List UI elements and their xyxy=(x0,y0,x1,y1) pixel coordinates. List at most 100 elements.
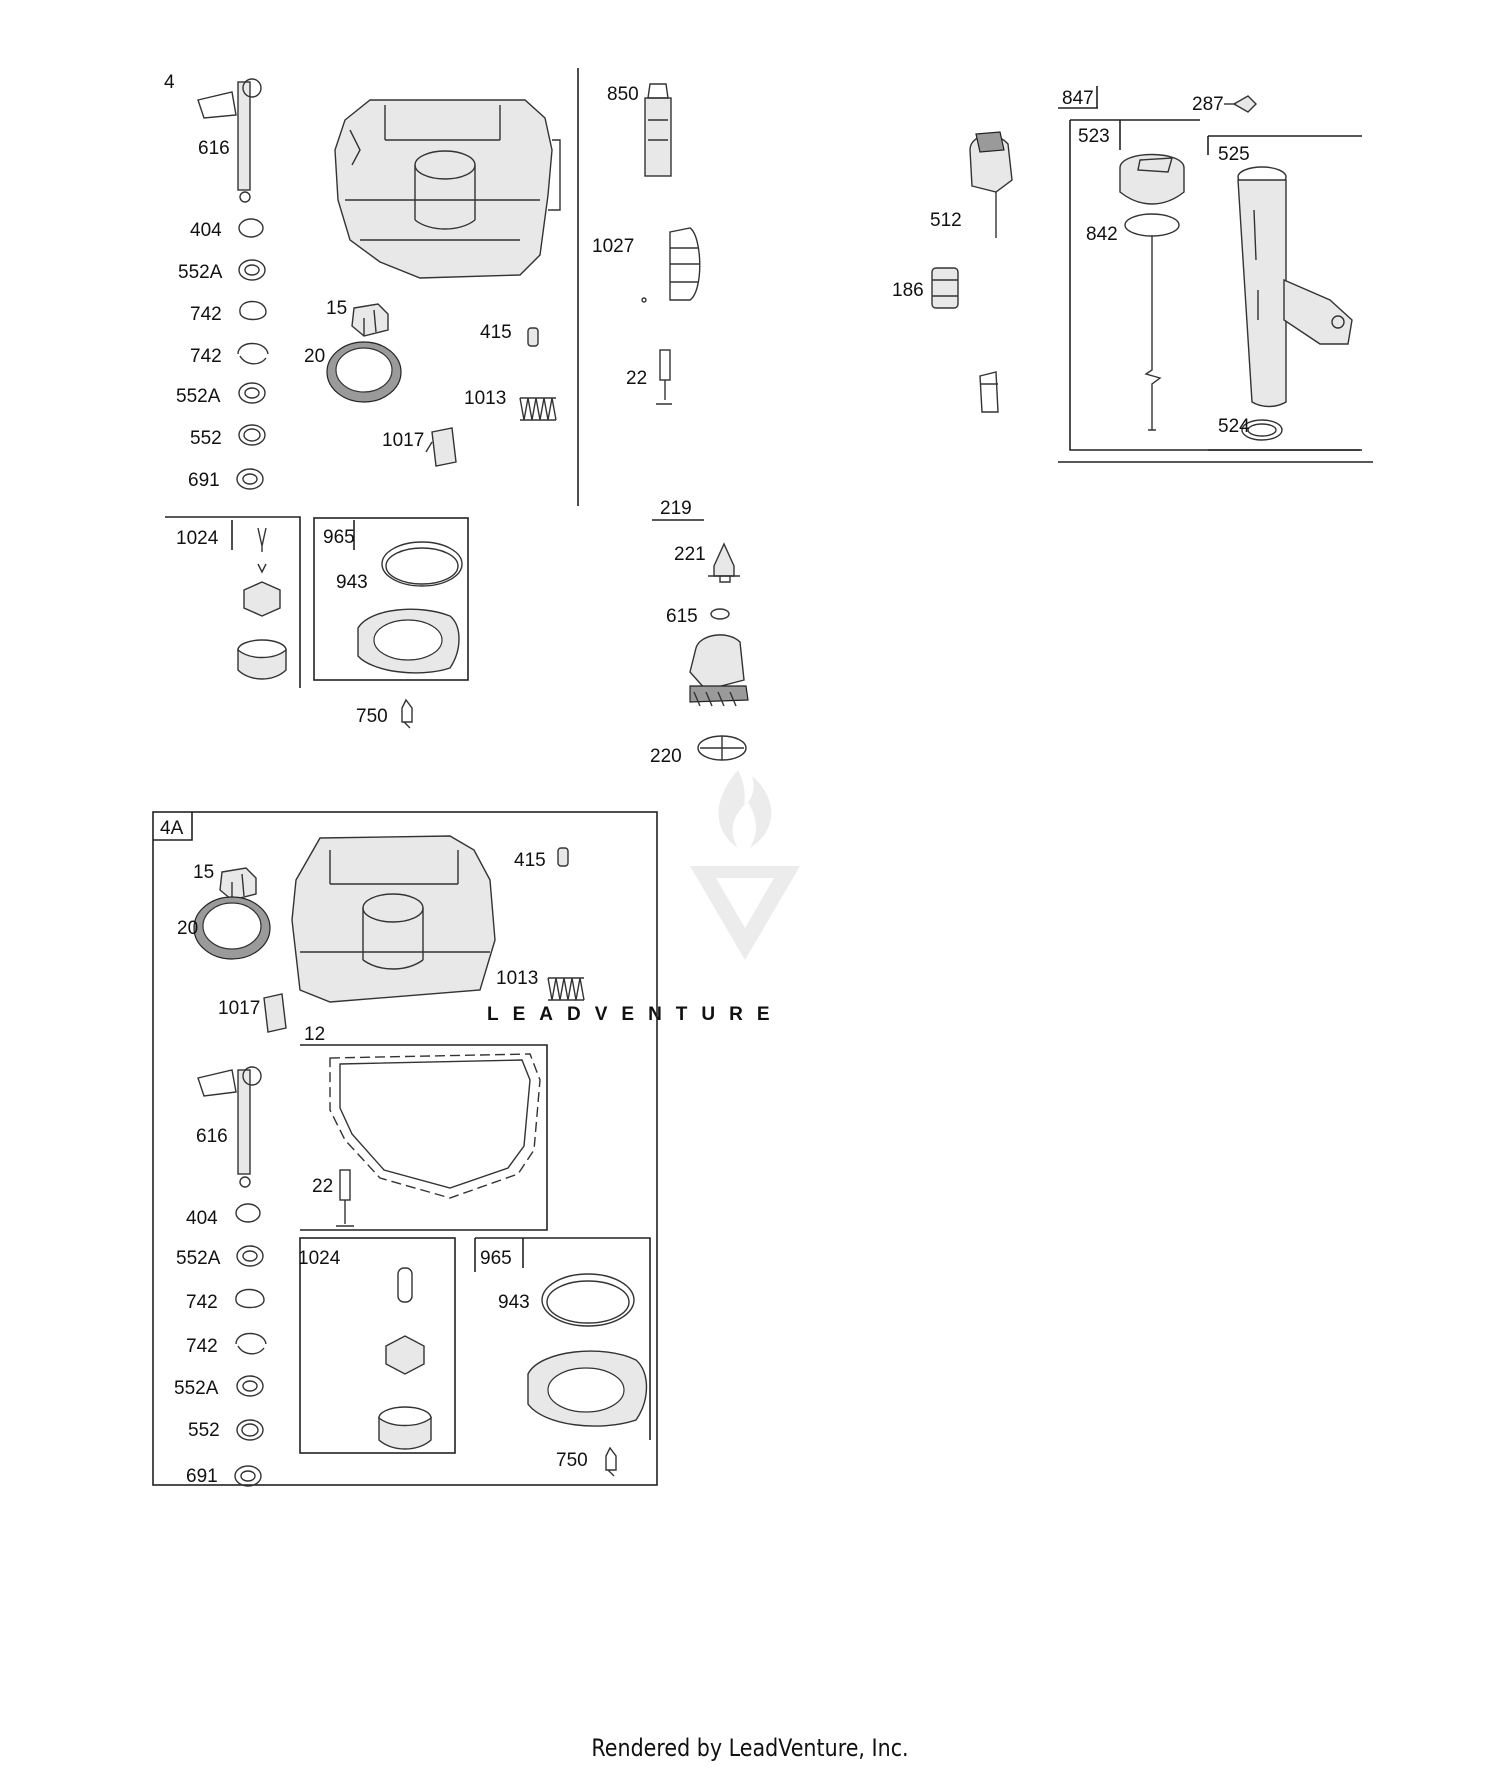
label-15: 15 xyxy=(193,862,214,883)
label-616: 616 xyxy=(198,138,230,159)
label-943: 943 xyxy=(498,1292,530,1313)
label-404: 404 xyxy=(190,220,222,241)
part-524 xyxy=(1241,419,1283,441)
label-1017: 1017 xyxy=(218,998,260,1019)
part-20-b xyxy=(193,896,271,960)
label-512: 512 xyxy=(930,210,962,231)
part-415-b xyxy=(557,847,569,867)
label-20: 20 xyxy=(177,918,198,939)
part-750-a xyxy=(401,698,413,729)
part-1024-a xyxy=(237,527,287,680)
part-22-b xyxy=(336,1169,354,1227)
part-1027 xyxy=(641,227,701,303)
label-1013: 1013 xyxy=(496,968,538,989)
watermark-logo xyxy=(690,770,800,960)
label-1024: 1024 xyxy=(176,528,219,549)
label-552: 552 xyxy=(190,428,222,449)
label-525: 525 xyxy=(1218,144,1250,165)
label-22: 22 xyxy=(312,1176,333,1197)
part-616-a xyxy=(197,78,262,203)
part-1013-b xyxy=(547,977,585,1001)
label-552: 552 xyxy=(188,1420,220,1441)
label-742: 742 xyxy=(186,1336,218,1357)
part-1017-b xyxy=(263,993,287,1033)
part-220 xyxy=(697,735,747,761)
label-552A: 552A xyxy=(176,1248,221,1269)
label-691: 691 xyxy=(188,470,220,491)
part-1017-a xyxy=(425,427,457,467)
label-4A: 4A xyxy=(160,818,184,839)
label-742: 742 xyxy=(190,346,222,367)
part-404-a xyxy=(238,218,264,238)
part-552A-b xyxy=(238,382,266,404)
part-525-tube xyxy=(1237,166,1353,408)
label-750: 750 xyxy=(356,706,388,727)
label-523: 523 xyxy=(1078,126,1110,147)
label-219: 219 xyxy=(660,498,692,519)
part-1024-b xyxy=(378,1267,432,1450)
part-4-sump-housing xyxy=(334,99,561,279)
label-22: 22 xyxy=(626,368,647,389)
label-404: 404 xyxy=(186,1208,218,1229)
part-15-b xyxy=(219,867,257,901)
part-750-b xyxy=(605,1446,617,1477)
part-616-b xyxy=(197,1066,262,1188)
label-4: 4 xyxy=(164,72,175,93)
part-labels: 4 616 404 552A 742 742 552A 552 691 15 2… xyxy=(160,72,1250,1487)
label-20: 20 xyxy=(304,346,325,367)
part-415-a xyxy=(527,327,539,347)
part-842 xyxy=(1124,213,1180,237)
label-742: 742 xyxy=(186,1292,218,1313)
part-221 xyxy=(708,542,740,583)
frame-lines xyxy=(152,68,1373,1486)
part-691-b xyxy=(234,1465,262,1487)
part-523-dipstick xyxy=(1144,236,1162,431)
part-965-a xyxy=(357,608,460,674)
part-523-cap xyxy=(1119,153,1185,205)
part-tube-end xyxy=(979,371,999,413)
part-943-b xyxy=(541,1273,635,1327)
part-552-b xyxy=(236,1419,264,1441)
part-965-b xyxy=(527,1350,648,1427)
label-220: 220 xyxy=(650,746,682,767)
part-742-b xyxy=(237,342,269,365)
label-15: 15 xyxy=(326,298,347,319)
part-1013-a xyxy=(519,397,557,421)
part-512 xyxy=(969,131,1013,238)
label-1013: 1013 xyxy=(464,388,506,409)
label-965: 965 xyxy=(323,527,355,548)
label-287: 287 xyxy=(1192,94,1224,115)
part-552A-a xyxy=(238,259,266,281)
label-524: 524 xyxy=(1218,416,1250,437)
label-615: 615 xyxy=(666,606,698,627)
label-850: 850 xyxy=(607,84,639,105)
part-742-c xyxy=(235,1288,265,1309)
label-1017: 1017 xyxy=(382,430,424,451)
label-552A: 552A xyxy=(178,262,223,283)
label-842: 842 xyxy=(1086,224,1118,245)
part-15-a xyxy=(351,303,389,337)
label-12: 12 xyxy=(304,1024,325,1045)
label-186: 186 xyxy=(892,280,924,301)
part-20-a xyxy=(326,341,402,403)
label-1027: 1027 xyxy=(592,236,634,257)
part-12-gasket xyxy=(329,1053,541,1199)
part-552A-d xyxy=(236,1375,264,1397)
part-742-a xyxy=(239,300,267,321)
part-943-a xyxy=(381,541,463,587)
part-186 xyxy=(931,267,959,309)
label-943: 943 xyxy=(336,572,368,593)
part-4A-sump-housing xyxy=(291,835,496,1003)
label-1024: 1024 xyxy=(298,1248,341,1269)
label-221: 221 xyxy=(674,544,706,565)
label-415: 415 xyxy=(514,850,546,871)
part-615 xyxy=(710,608,730,620)
label-691: 691 xyxy=(186,1466,218,1487)
part-691-a xyxy=(236,468,264,490)
part-287 xyxy=(1224,95,1257,113)
label-847: 847 xyxy=(1062,88,1094,109)
label-415: 415 xyxy=(480,322,512,343)
part-552A-c xyxy=(236,1245,264,1267)
watermark-text: LEADVENTURE xyxy=(487,1004,784,1025)
